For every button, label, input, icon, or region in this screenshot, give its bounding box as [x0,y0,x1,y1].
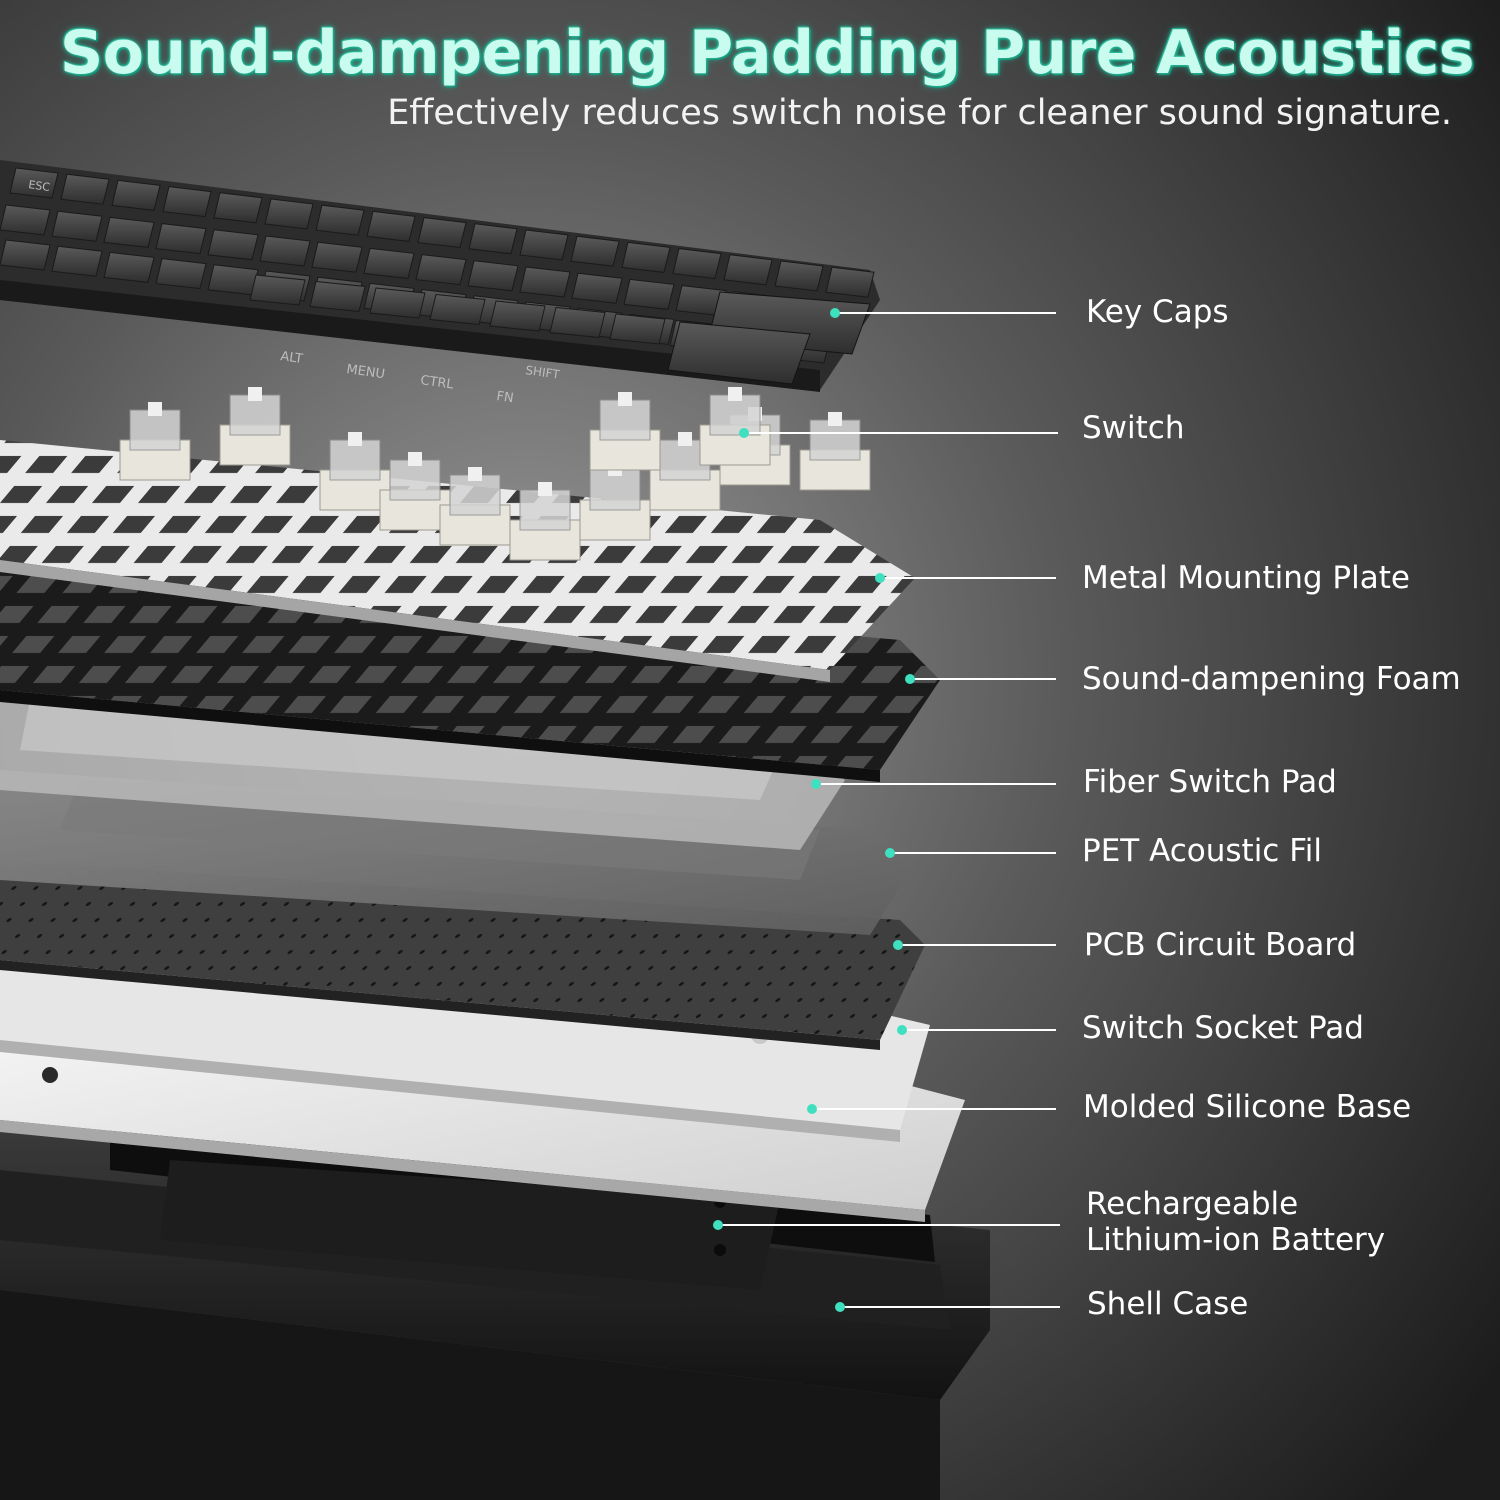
keycap [369,287,426,319]
keycap [162,186,212,218]
label-battery-line2: Lithium-ion Battery [1086,1222,1386,1258]
keycap [207,264,259,296]
keycap [264,198,314,230]
keycap [0,239,51,271]
switch [379,452,451,531]
switch [439,467,511,546]
keycap [774,260,824,292]
label-pet-acoustic-film: PET Acoustic Fil [1082,833,1323,869]
callout-dot [897,1025,907,1035]
keycap [366,210,416,242]
keycap [672,248,722,280]
page-title: Sound-dampening Padding Pure Acoustics [60,18,1475,88]
keycap [467,260,519,292]
label-metal-mounting-plate: Metal Mounting Plate [1082,560,1410,596]
page-subtitle: Effectively reduces switch noise for cle… [387,93,1452,133]
keycap [249,274,306,306]
fiber-pad-layer [0,690,845,850]
keycap [519,229,569,261]
keycap [60,173,110,205]
keycap [207,229,259,261]
keycap [9,167,59,199]
label-switch: Switch [1082,410,1185,446]
switch-layer [119,387,871,561]
mounting-plate-layer [0,440,915,682]
keycap [51,210,103,242]
label-battery-line1: Rechargeable [1086,1186,1299,1222]
callout-dot [835,1302,845,1312]
keycap [103,216,155,248]
keycap [667,321,811,385]
label-sound-dampening-foam: Sound-dampening Foam [1082,661,1461,697]
keycap [111,179,161,211]
switch [699,387,771,466]
switch [319,432,391,511]
callout-dot [739,428,749,438]
keycap [417,217,467,249]
keycap [309,280,366,313]
keycap [415,254,467,286]
keycap [0,204,51,236]
foam-layer [0,560,940,782]
keycap [571,272,623,304]
keycap [311,241,363,273]
label-battery: Rechargeable Lithium-ion Battery [1086,1186,1385,1258]
keycap [429,293,486,326]
callout-dot [885,848,895,858]
label-fiber-switch-pad: Fiber Switch Pad [1083,764,1337,800]
keycap-legend: CTRL [419,373,455,393]
callout-dot [713,1220,723,1230]
label-shell-case: Shell Case [1087,1286,1249,1322]
callout-dot [811,779,821,789]
keycap [363,247,415,279]
keycap-layer: ESC ALT MENU CTRL SHIFT FN [0,160,880,406]
keycap-legend: SHIFT [525,363,561,382]
switch [219,387,291,466]
keycap [623,278,675,310]
keycap [489,300,546,332]
keycap [213,192,263,224]
keycap-legend: MENU [345,362,385,382]
keycap [468,223,518,255]
switch [799,412,871,491]
keycap [259,235,311,267]
keycap [155,258,207,290]
keycap [825,266,875,298]
keycap [723,254,773,286]
keycap [570,235,620,267]
label-switch-socket-pad: Switch Socket Pad [1082,1010,1364,1046]
switch [589,392,661,471]
keycap-legend: FN [495,389,514,406]
callout-dot [875,573,885,583]
callout-dot [893,940,903,950]
keycap [315,204,365,236]
callout-dot [905,674,915,684]
label-pcb-circuit-board: PCB Circuit Board [1084,927,1357,963]
keycap [609,313,666,345]
keycap [621,241,671,273]
pcb-layer [0,860,925,1050]
switch [579,462,651,541]
callout-dot [830,308,840,318]
keycap-legend: ALT [279,349,303,367]
callout-dot [807,1104,817,1114]
keycap [549,306,606,339]
label-molded-silicone-base: Molded Silicone Base [1083,1089,1412,1125]
switch [119,402,191,481]
switch [509,482,581,561]
keycap [103,251,155,283]
keycap [519,266,571,298]
keycap [155,223,207,255]
callouts [713,308,1060,1312]
keycap [51,245,103,277]
label-key-caps: Key Caps [1086,294,1229,330]
keycap-legend: ESC [28,178,52,194]
